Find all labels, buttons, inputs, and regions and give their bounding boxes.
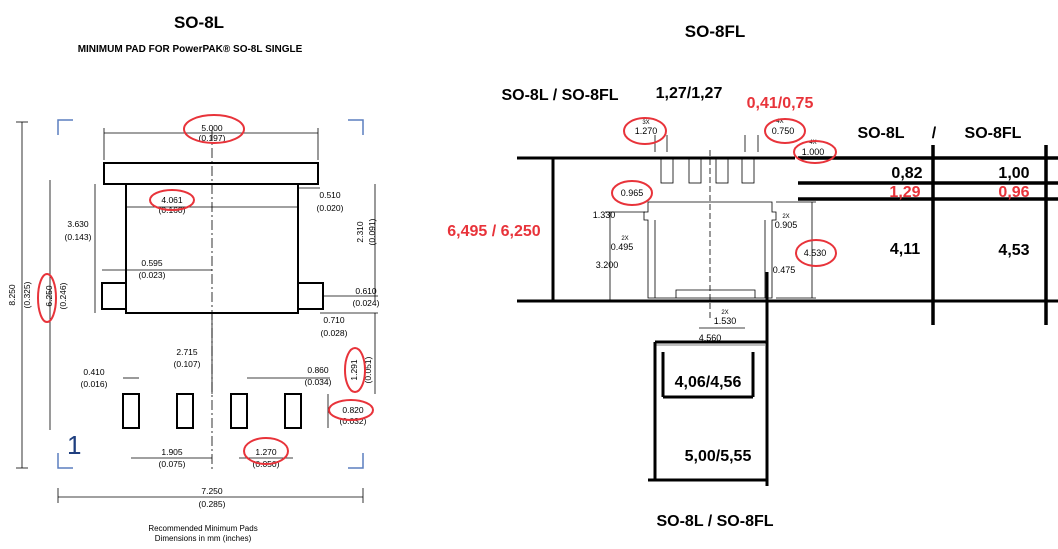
left-red-values: 6,495 / 6,250 [447, 223, 541, 240]
svg-text:(0.024): (0.024) [353, 298, 380, 308]
svg-text:0.410: 0.410 [83, 367, 105, 377]
pin-2 [176, 393, 194, 429]
svg-text:7.250: 7.250 [201, 486, 223, 496]
so8fl-thick-lines [517, 156, 1058, 486]
side-pad-right [297, 282, 324, 310]
caption-line-2: Dimensions in mm (inches) [155, 534, 252, 543]
svg-text:(0.246): (0.246) [58, 282, 68, 309]
comparison-table: SO-8L / SO-8FL 0,82 1,00 1,29 0,96 4,11 … [857, 125, 1029, 259]
svg-text:1.330: 1.330 [593, 210, 616, 220]
table-r1-right: 1,00 [998, 165, 1029, 182]
frame-corners [57, 119, 364, 469]
svg-text:(0.091): (0.091) [367, 218, 377, 245]
table-r1-left: 0,82 [891, 165, 922, 182]
svg-text:(0.075): (0.075) [159, 459, 186, 469]
svg-text:1.905: 1.905 [161, 447, 183, 457]
svg-text:0.860: 0.860 [307, 365, 329, 375]
table-r2-left: 1,29 [889, 184, 920, 201]
so8fl-highlights [611, 117, 837, 267]
svg-text:0.495: 0.495 [611, 242, 634, 252]
svg-text:3.200: 3.200 [596, 260, 619, 270]
so8fl-dimension-text: 3X 1.270 4X 0.750 4X 1.000 0.965 1.330 2… [593, 119, 827, 343]
svg-text:0.475: 0.475 [773, 265, 796, 275]
svg-text:2X: 2X [721, 310, 728, 316]
so8l-dimension-text: 5.000 (0.197) 4.061 (0.160) 0.510 (0.020… [7, 123, 380, 509]
svg-text:4X: 4X [809, 140, 816, 146]
so8l-title: SO-8L [174, 13, 224, 32]
so8l-panel: SO-8L MINIMUM PAD FOR PowerPAK® SO-8L SI… [7, 13, 380, 543]
pin-4 [284, 393, 302, 429]
svg-text:1.530: 1.530 [714, 316, 737, 326]
box-label-2: 5,00/5,55 [685, 448, 752, 465]
svg-text:4X: 4X [776, 119, 783, 125]
svg-text:0.510: 0.510 [319, 190, 341, 200]
table-r3-right: 4,53 [998, 242, 1029, 259]
svg-text:3.630: 3.630 [67, 219, 89, 229]
svg-text:3X: 3X [642, 120, 649, 126]
svg-text:(0.034): (0.034) [305, 377, 332, 387]
table-head-right: SO-8FL [965, 125, 1022, 142]
svg-text:(0.143): (0.143) [65, 232, 92, 242]
so8fl-title: SO-8FL [685, 22, 745, 41]
caption-line-1: Recommended Minimum Pads [148, 524, 257, 533]
svg-text:(0.325): (0.325) [22, 281, 32, 308]
svg-text:(0.020): (0.020) [317, 203, 344, 213]
so8l-dimension-lines [16, 121, 378, 503]
svg-text:2X: 2X [621, 236, 628, 242]
svg-text:0.710: 0.710 [323, 315, 345, 325]
so8fl-footprint [605, 135, 816, 346]
bottom-label: SO-8L / SO-8FL [656, 513, 773, 530]
svg-text:(0.107): (0.107) [174, 359, 201, 369]
svg-text:4.530: 4.530 [804, 248, 827, 258]
pin-3 [230, 393, 248, 429]
svg-text:1.270: 1.270 [635, 126, 658, 136]
svg-text:(0.032): (0.032) [340, 416, 367, 426]
header-label: SO-8L / SO-8FL [501, 87, 618, 104]
svg-text:(0.197): (0.197) [199, 133, 226, 143]
box-label-1: 4,06/4,56 [675, 374, 742, 391]
table-head-left: SO-8L [857, 125, 904, 142]
svg-text:1.270: 1.270 [255, 447, 277, 457]
svg-text:1.291: 1.291 [349, 359, 359, 381]
pin-one-marker: 1 [67, 430, 81, 460]
svg-text:4.061: 4.061 [161, 195, 183, 205]
svg-text:(0.023): (0.023) [139, 270, 166, 280]
svg-text:(0.285): (0.285) [199, 499, 226, 509]
top-tab [103, 162, 319, 185]
svg-text:(0.016): (0.016) [81, 379, 108, 389]
header-red-values: 0,41/0,75 [747, 95, 814, 112]
svg-text:1.000: 1.000 [802, 147, 825, 157]
so8l-footprint [101, 162, 324, 429]
svg-text:0.905: 0.905 [775, 220, 798, 230]
svg-text:0.820: 0.820 [342, 405, 364, 415]
svg-text:5.000: 5.000 [201, 123, 223, 133]
so8l-subtitle: MINIMUM PAD FOR PowerPAK® SO-8L SINGLE [78, 44, 303, 55]
svg-text:2X: 2X [782, 214, 789, 220]
header-pitch: 1,27/1,27 [656, 85, 723, 102]
table-r2-right: 0,96 [998, 184, 1029, 201]
svg-text:8.250: 8.250 [7, 284, 17, 306]
svg-text:0.610: 0.610 [355, 286, 377, 296]
table-head-sep: / [932, 125, 937, 142]
svg-text:6.250: 6.250 [44, 285, 54, 307]
so8l-highlights [37, 114, 374, 465]
svg-text:2.310: 2.310 [355, 221, 365, 243]
svg-text:0.750: 0.750 [772, 126, 795, 136]
svg-text:2.715: 2.715 [176, 347, 198, 357]
svg-text:4.560: 4.560 [699, 333, 722, 343]
svg-text:0.965: 0.965 [621, 188, 644, 198]
svg-text:(0.028): (0.028) [321, 328, 348, 338]
table-r3-left: 4,11 [890, 241, 920, 258]
pin-1 [122, 393, 140, 429]
svg-text:0.595: 0.595 [141, 258, 163, 268]
so8fl-panel: SO-8FL SO-8L / SO-8FL 1,27/1,27 0,41/0,7… [447, 22, 1058, 530]
side-pad-left [101, 282, 127, 310]
svg-text:(0.051): (0.051) [363, 356, 373, 383]
comparison-table-lines [798, 145, 1058, 325]
